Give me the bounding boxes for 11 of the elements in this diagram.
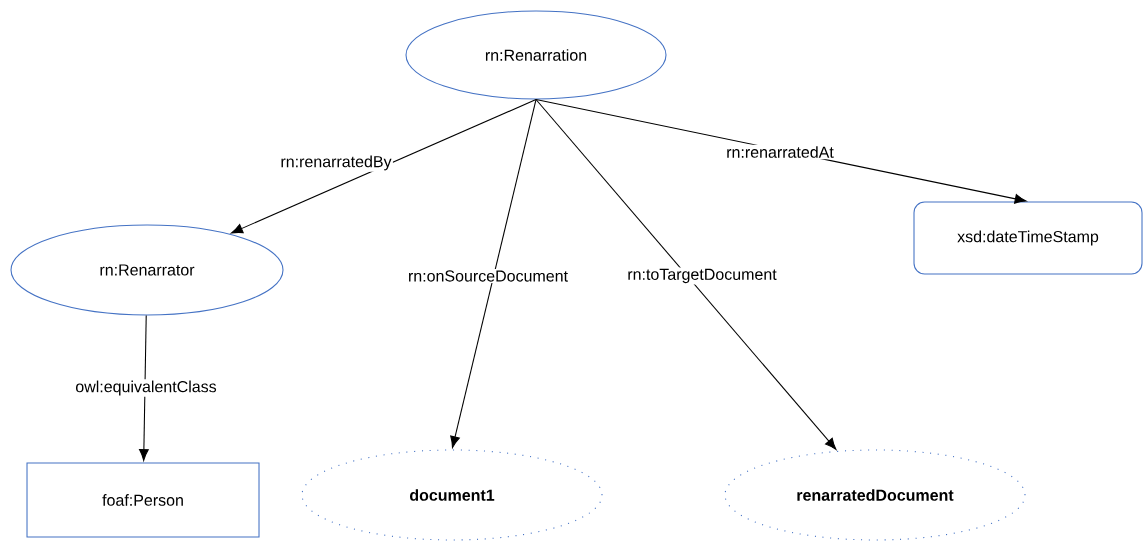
class-box: foaf:Person <box>26 462 260 538</box>
datatype-box: xsd:dateTimeStamp <box>913 201 1143 275</box>
edge-label: rn:toTargetDocument <box>625 267 779 285</box>
edge-label: owl:equivalentClass <box>73 379 219 397</box>
edge-label: rn:onSourceDocument <box>406 269 570 283</box>
arrow <box>138 315 149 461</box>
edge-label: rn:renarratedAt <box>724 144 836 160</box>
arrow <box>231 99 537 234</box>
arrow <box>535 99 837 450</box>
edge-label: rn:renarratedBy <box>279 154 393 172</box>
arrow <box>450 99 537 448</box>
